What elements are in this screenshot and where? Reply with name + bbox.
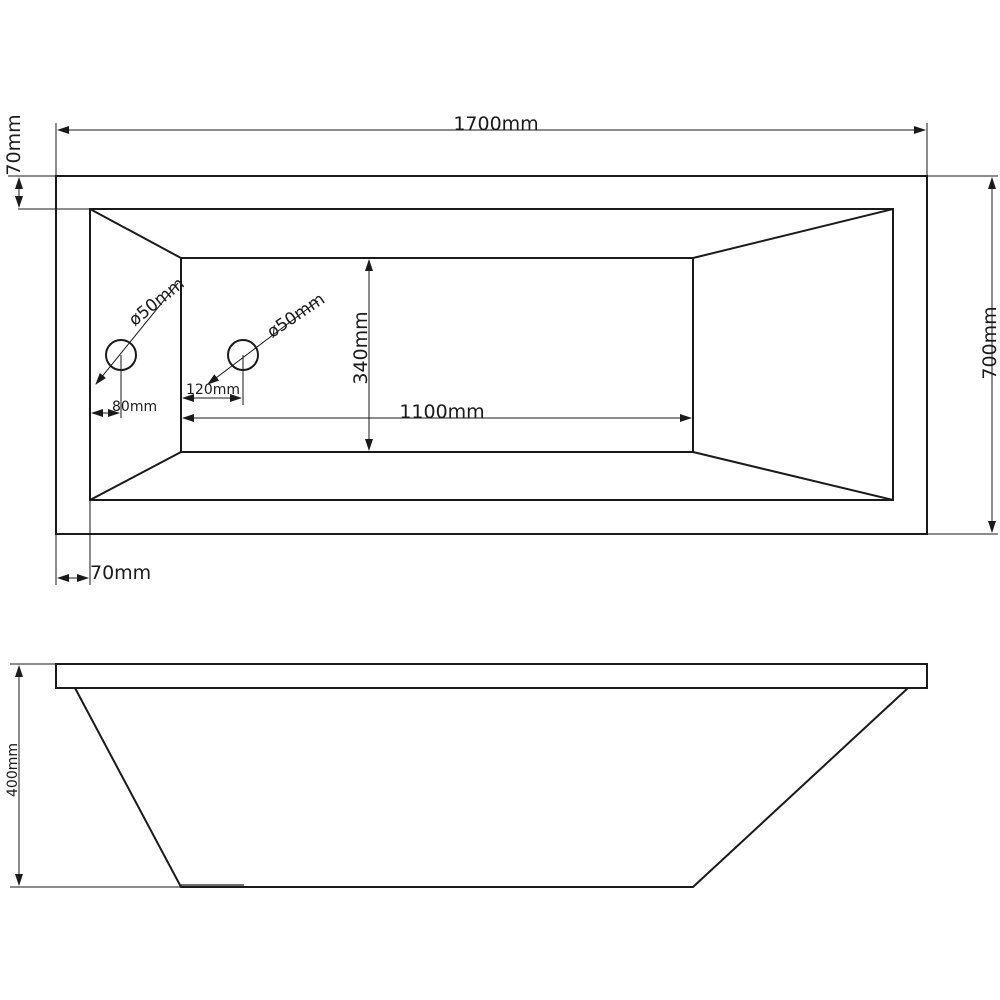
waste-hole-2-leader — [207, 300, 319, 385]
plan-view: 1700mm 700mm 70mm 70mm 1100mm 340mm ø50m… — [3, 113, 1000, 585]
tub-body-side — [74, 687, 909, 888]
label-floor-width: 340mm — [350, 311, 372, 384]
label-overall-width: 700mm — [979, 306, 1000, 379]
slope-lines — [89, 208, 894, 501]
tub-inner-rim — [89, 208, 894, 501]
tub-rim-side — [55, 663, 928, 689]
tub-floor — [180, 257, 694, 453]
label-waste-offset-1: 80mm — [112, 399, 157, 415]
tub-outer-rim — [55, 175, 928, 535]
label-waste-offset-2: 120mm — [186, 382, 240, 398]
label-overall-length: 1700mm — [453, 113, 538, 135]
label-waste-hole-2: ø50mm — [264, 289, 329, 342]
label-waste-hole-1: ø50mm — [125, 274, 188, 331]
label-floor-length: 1100mm — [399, 401, 484, 423]
label-rim-top: 70mm — [3, 114, 25, 175]
side-view: 400mm — [5, 663, 928, 888]
waste-hole-1-leader — [95, 282, 179, 385]
label-height: 400mm — [5, 743, 21, 797]
label-rim-left: 70mm — [90, 562, 151, 584]
